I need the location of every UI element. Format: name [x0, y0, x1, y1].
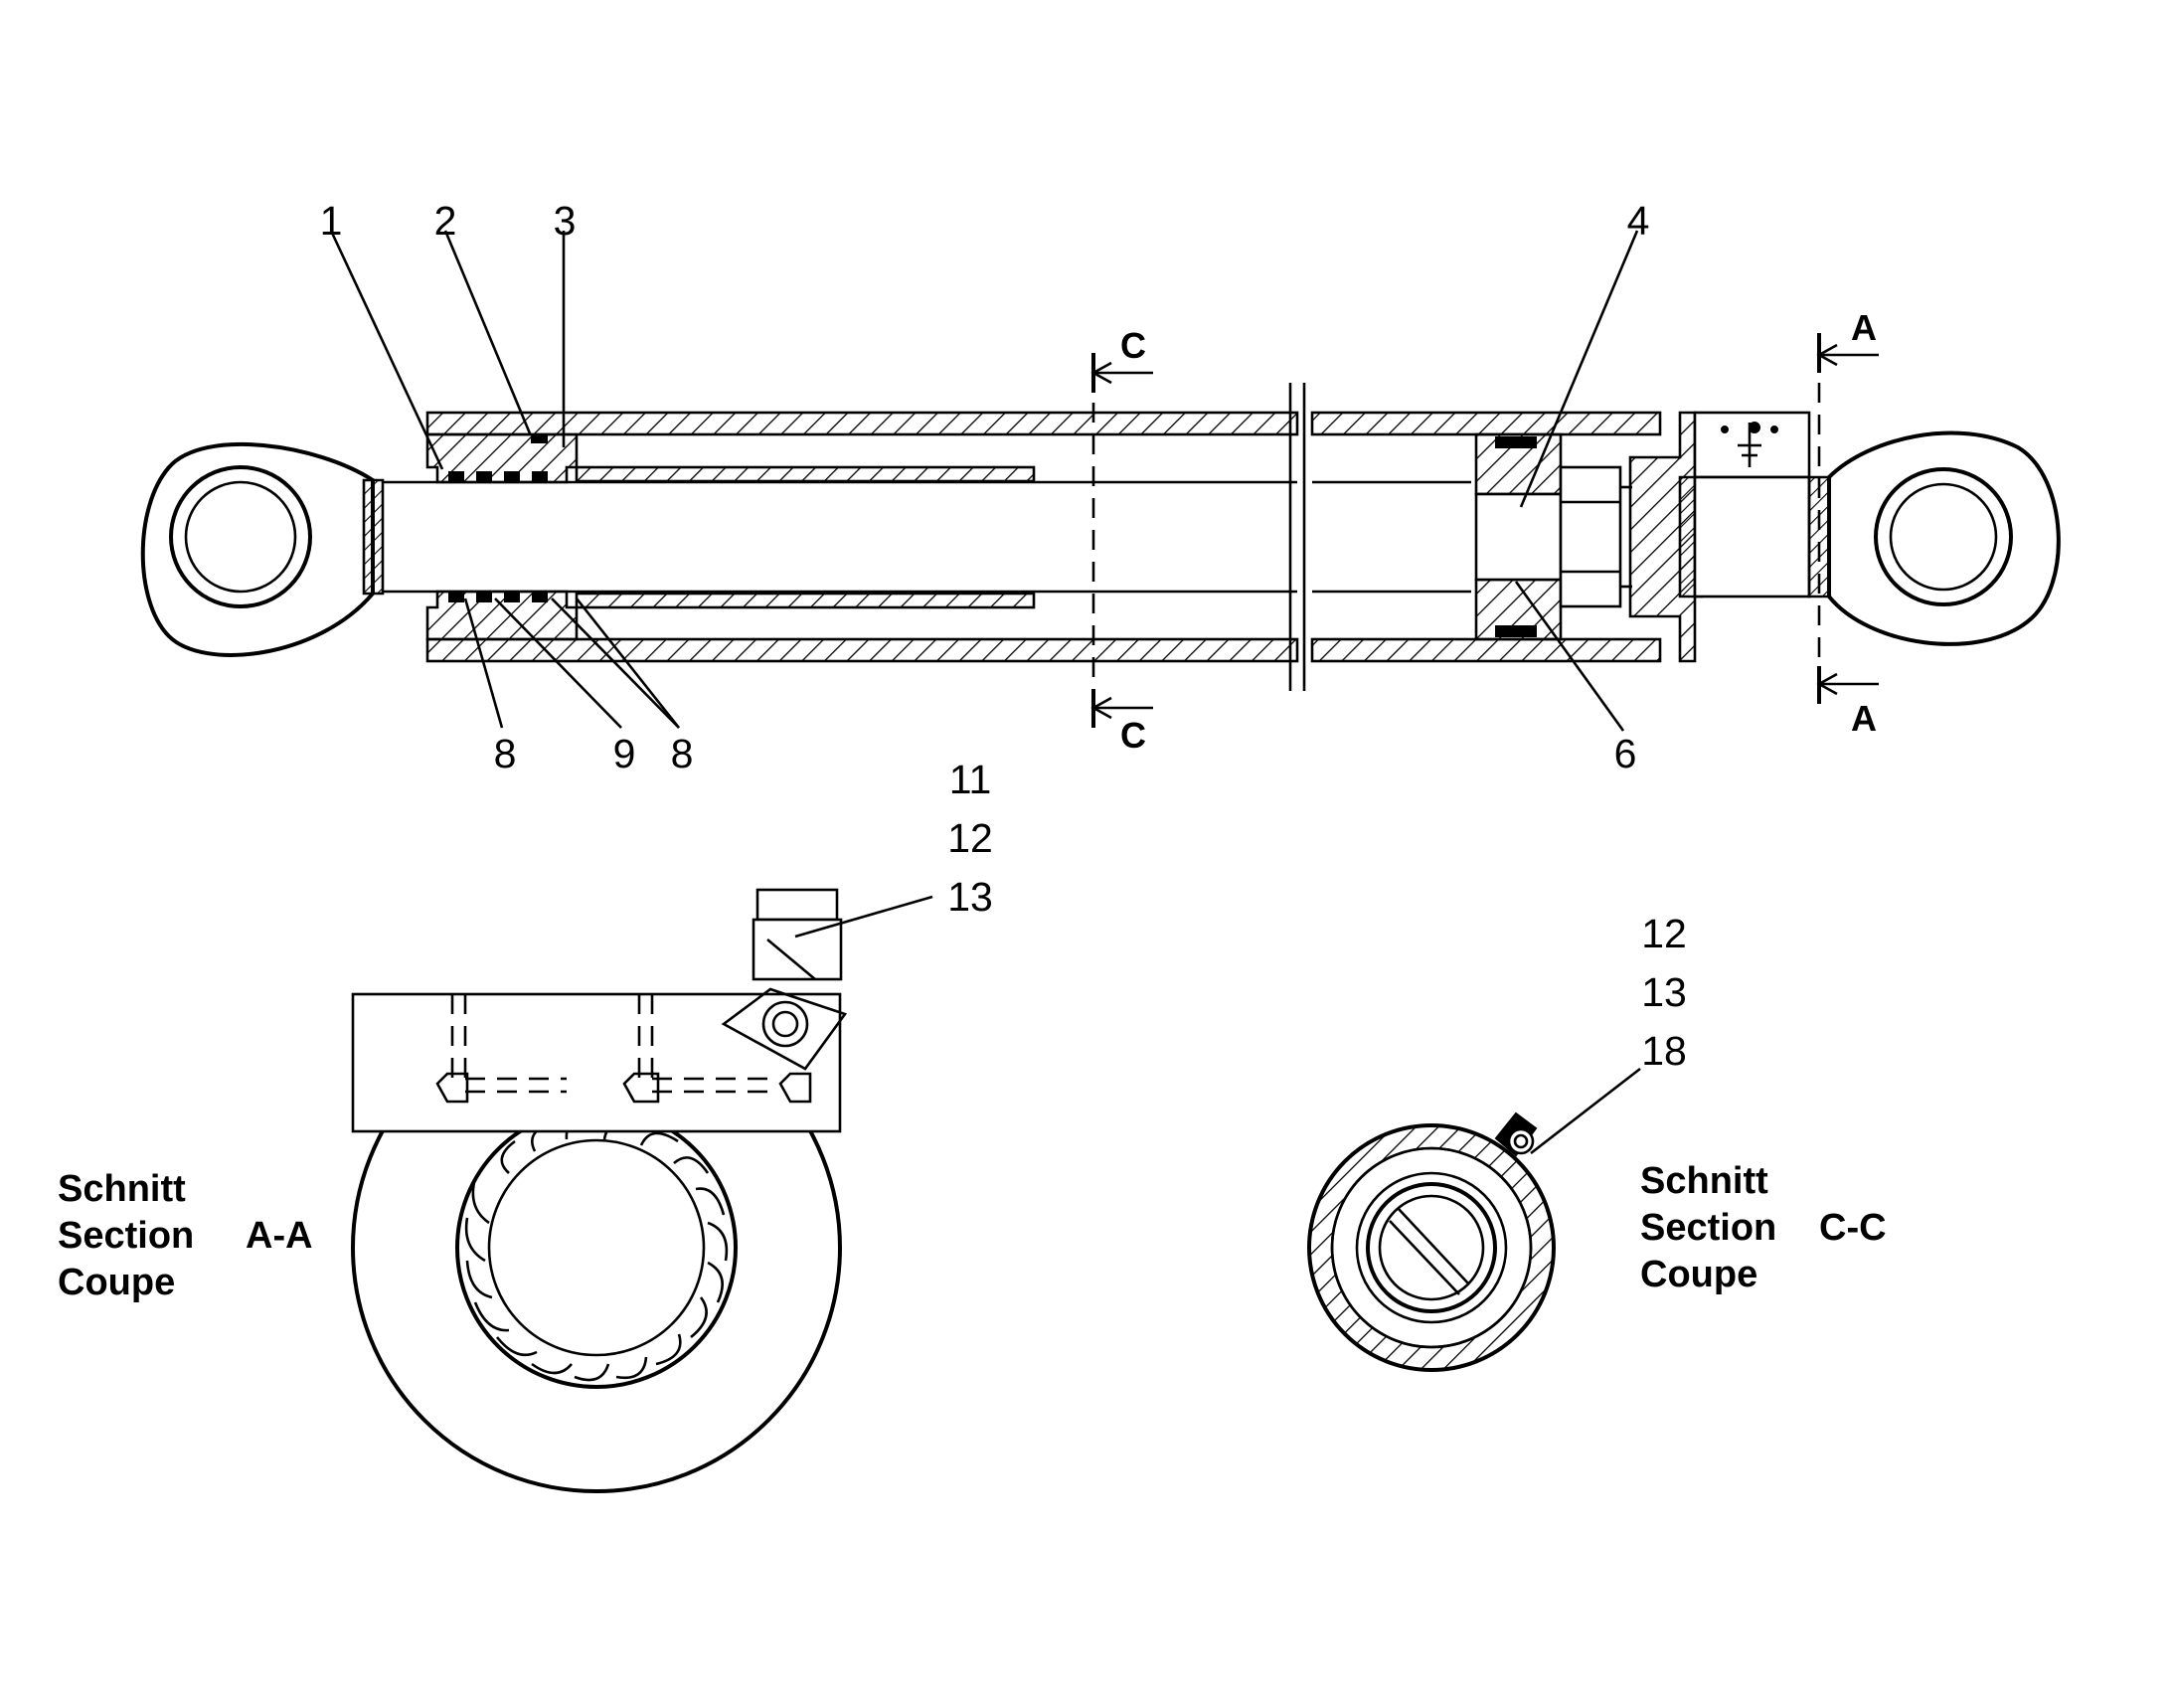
callout-9: 9 — [613, 731, 636, 776]
callout-13-cc: 13 — [1641, 969, 1687, 1015]
callout-6: 6 — [1614, 731, 1637, 776]
caption-aa-line1: Schnitt — [58, 1168, 186, 1210]
section-aa-view — [351, 888, 933, 1493]
section-c-cut-line — [1090, 353, 1153, 728]
caption-aa-line3: Coupe — [58, 1262, 175, 1303]
gland-head — [425, 432, 579, 641]
cylinder-tube — [425, 411, 1662, 663]
callout-13-aa: 13 — [947, 874, 993, 920]
grease-nipple — [721, 888, 848, 1071]
grease-nipple-small — [1494, 1111, 1538, 1157]
section-cc-view — [1307, 1067, 1641, 1372]
callout-2: 2 — [434, 198, 457, 244]
piston — [1474, 432, 1632, 641]
callout-11: 11 — [949, 757, 992, 802]
caption-cc-id: C-C — [1819, 1207, 1887, 1249]
section-marker-c-top: C — [1120, 325, 1146, 366]
section-marker-a-top: A — [1851, 307, 1877, 348]
weld-bead — [464, 1115, 729, 1382]
callout-8-right: 8 — [671, 731, 694, 776]
callout-4: 4 — [1627, 198, 1650, 244]
callout-18: 18 — [1641, 1028, 1687, 1074]
section-marker-c-bottom: C — [1120, 715, 1146, 756]
left-rod-eye — [140, 442, 385, 657]
right-clevis-eye — [1807, 430, 2061, 646]
caption-cc-line3: Coupe — [1640, 1254, 1757, 1295]
caption-cc-line1: Schnitt — [1640, 1160, 1768, 1202]
section-marker-a-bottom: A — [1851, 698, 1877, 739]
caption-section-aa: Schnitt Section Coupe A-A — [58, 1168, 313, 1303]
caption-aa-line2: Section — [58, 1215, 194, 1257]
callout-12-cc: 12 — [1641, 911, 1687, 956]
end-cap — [1628, 411, 1811, 663]
caption-section-cc: Schnitt Section Coupe C-C — [1640, 1160, 1887, 1295]
callout-12-aa: 12 — [947, 815, 993, 861]
piston-rod — [383, 480, 1471, 594]
caption-cc-line2: Section — [1640, 1207, 1776, 1249]
callout-1: 1 — [320, 198, 343, 244]
leader-lines-main — [329, 230, 1639, 732]
callout-3: 3 — [554, 198, 577, 244]
cylinder-main-view — [140, 333, 2061, 728]
callout-8-left: 8 — [494, 731, 517, 776]
caption-aa-id: A-A — [246, 1215, 313, 1257]
break-lines — [1288, 383, 1306, 691]
